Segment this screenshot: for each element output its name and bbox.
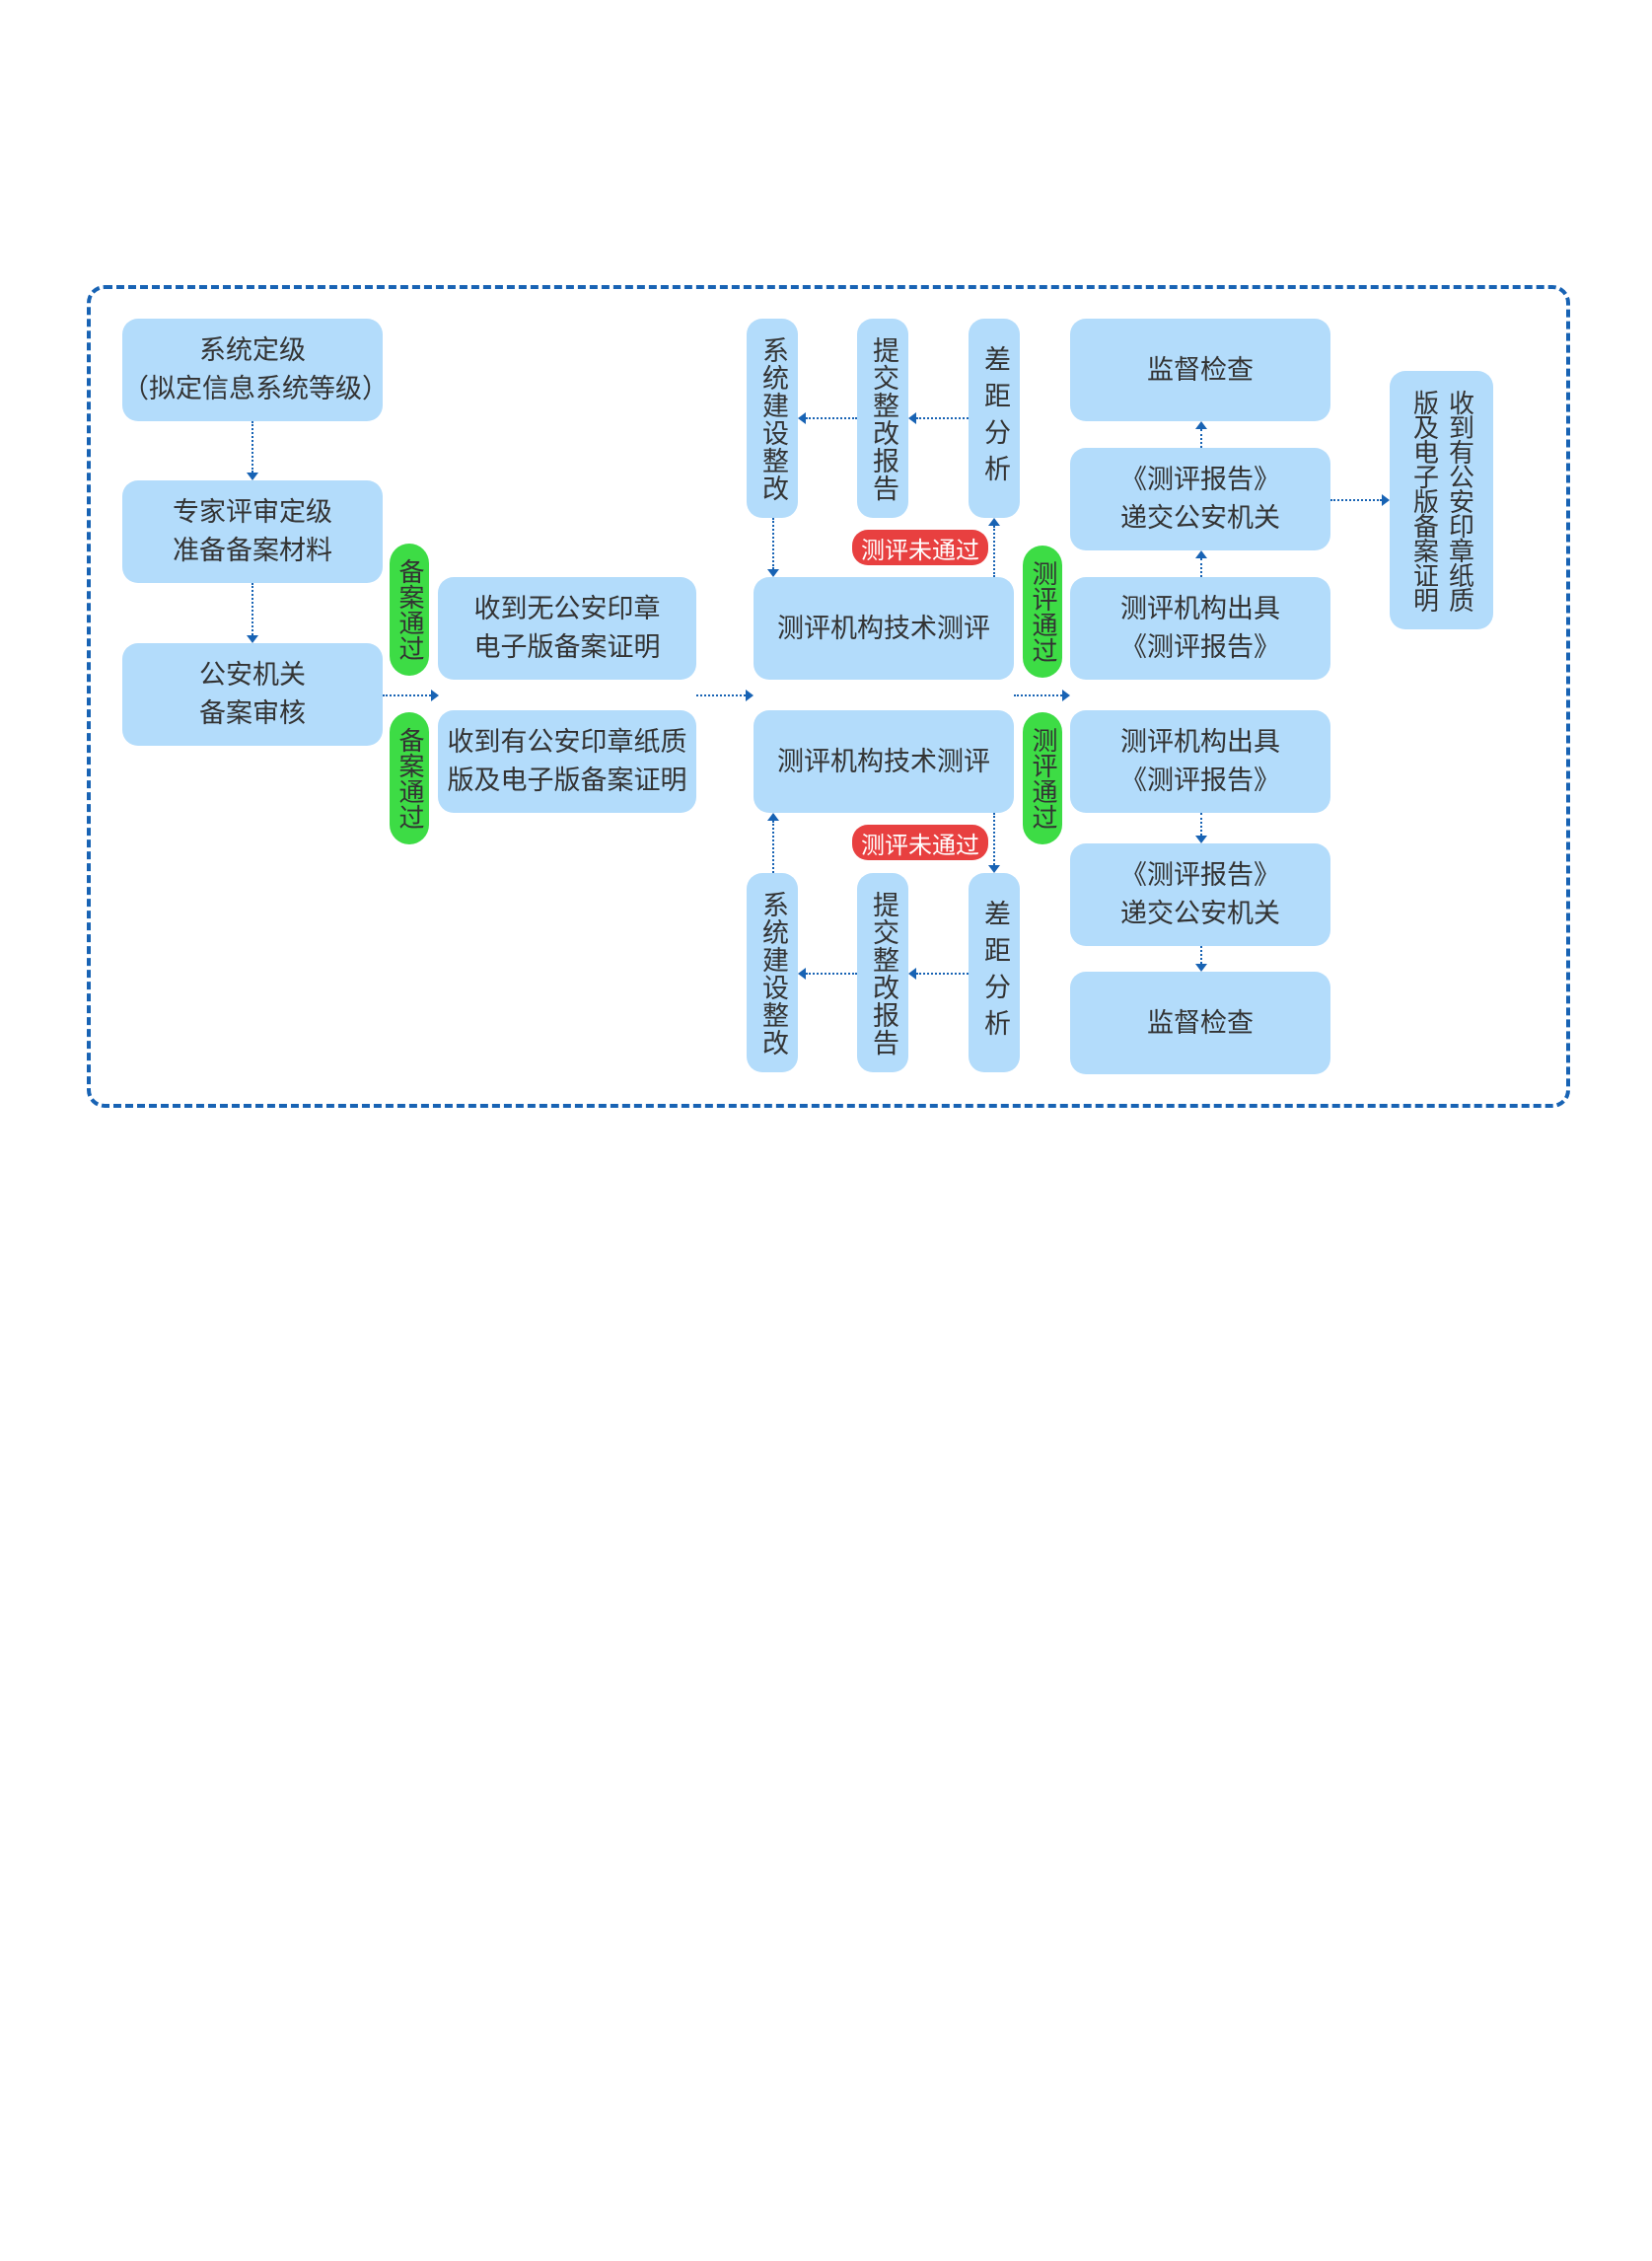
arrowhead-left xyxy=(798,412,806,424)
connector-report-to-rectify-top xyxy=(806,417,857,419)
step-police-filing-review: 公安机关 备案审核 xyxy=(122,643,383,746)
bottom-supervision: 监督检查 xyxy=(1070,972,1330,1074)
top-received-certificate-text: 收到有公安印章纸质版及电子版备案证明 xyxy=(1408,389,1474,612)
arrowhead-right xyxy=(1382,494,1390,506)
connector-submit-to-supervision-bottom xyxy=(1200,946,1202,964)
connector-filing-to-assessment xyxy=(696,694,746,696)
top-supervision: 监督检查 xyxy=(1070,319,1330,421)
bottom-assessment-pass-tag: 测评通过 xyxy=(1023,712,1062,844)
arrowhead-down xyxy=(988,865,1000,873)
arrowhead-up xyxy=(988,518,1000,526)
arrowhead-right xyxy=(1062,690,1070,701)
step-expert-review: 专家评审定级 准备备案材料 xyxy=(122,480,383,583)
connector-submit-to-received xyxy=(1330,499,1382,501)
filing-pass-tag-top: 备案通过 xyxy=(390,544,429,676)
connector-review-to-filing xyxy=(383,694,431,696)
top-issue-report: 测评机构出具 《测评报告》 xyxy=(1070,577,1330,680)
arrowhead-down xyxy=(247,635,258,643)
arrowhead-down xyxy=(1195,964,1207,972)
top-tech-assessment: 测评机构技术测评 xyxy=(754,577,1014,680)
connector-issue-to-submit-top xyxy=(1200,558,1202,577)
top-received-certificate: 收到有公安印章纸质版及电子版备案证明 xyxy=(1390,371,1493,629)
connector-report-to-rectify-bottom xyxy=(806,973,857,975)
bottom-fail-tag: 测评未通过 xyxy=(852,825,988,860)
bottom-system-rectify: 系统建设整改 xyxy=(747,873,798,1072)
connector-assessment-to-report xyxy=(1014,694,1062,696)
arrowhead-down xyxy=(1195,836,1207,843)
top-system-rectify: 系统建设整改 xyxy=(747,319,798,518)
bottom-submit-report-police: 《测评报告》 递交公安机关 xyxy=(1070,843,1330,946)
arrowhead-up xyxy=(1195,421,1207,429)
connector-rectify-to-assessment-top xyxy=(772,518,774,569)
arrowhead-up xyxy=(1195,550,1207,558)
step-system-grading: 系统定级 （拟定信息系统等级） xyxy=(122,319,389,421)
connector-assessment-to-gap-bottom xyxy=(993,813,995,865)
arrowhead-right xyxy=(746,690,754,701)
cert-electronic-no-seal: 收到无公安印章 电子版备案证明 xyxy=(438,577,696,680)
bottom-gap-analysis: 差距分析 xyxy=(969,873,1020,1072)
connector-rectify-to-assessment-bottom xyxy=(772,821,774,873)
arrowhead-down xyxy=(247,473,258,480)
top-submit-report-police: 《测评报告》 递交公安机关 xyxy=(1070,448,1330,550)
top-fail-tag: 测评未通过 xyxy=(852,530,988,565)
bottom-tech-assessment: 测评机构技术测评 xyxy=(754,710,1014,813)
connector-issue-to-submit-bottom xyxy=(1200,813,1202,836)
connector-grading-to-expert xyxy=(251,421,253,473)
arrowhead-left xyxy=(908,412,916,424)
process-frame xyxy=(87,285,1570,1108)
connector-expert-to-review xyxy=(251,583,253,635)
top-assessment-pass-tag: 测评通过 xyxy=(1023,546,1062,678)
bottom-issue-report: 测评机构出具 《测评报告》 xyxy=(1070,710,1330,813)
arrowhead-left xyxy=(908,968,916,980)
connector-gap-to-report-top xyxy=(916,417,969,419)
cert-paper-with-seal: 收到有公安印章纸质 版及电子版备案证明 xyxy=(438,710,696,813)
filing-pass-tag-bottom: 备案通过 xyxy=(390,712,429,844)
arrowhead-up xyxy=(767,813,779,821)
bottom-submit-rectify-report: 提交整改报告 xyxy=(857,873,908,1072)
connector-gap-to-report-bottom xyxy=(916,973,969,975)
top-gap-analysis: 差距分析 xyxy=(969,319,1020,518)
connector-assessment-to-gap-top xyxy=(993,526,995,577)
arrowhead-right xyxy=(431,690,439,701)
connector-submit-to-supervision-top xyxy=(1200,429,1202,448)
arrowhead-down xyxy=(767,569,779,577)
arrowhead-left xyxy=(798,968,806,980)
top-submit-rectify-report: 提交整改报告 xyxy=(857,319,908,518)
